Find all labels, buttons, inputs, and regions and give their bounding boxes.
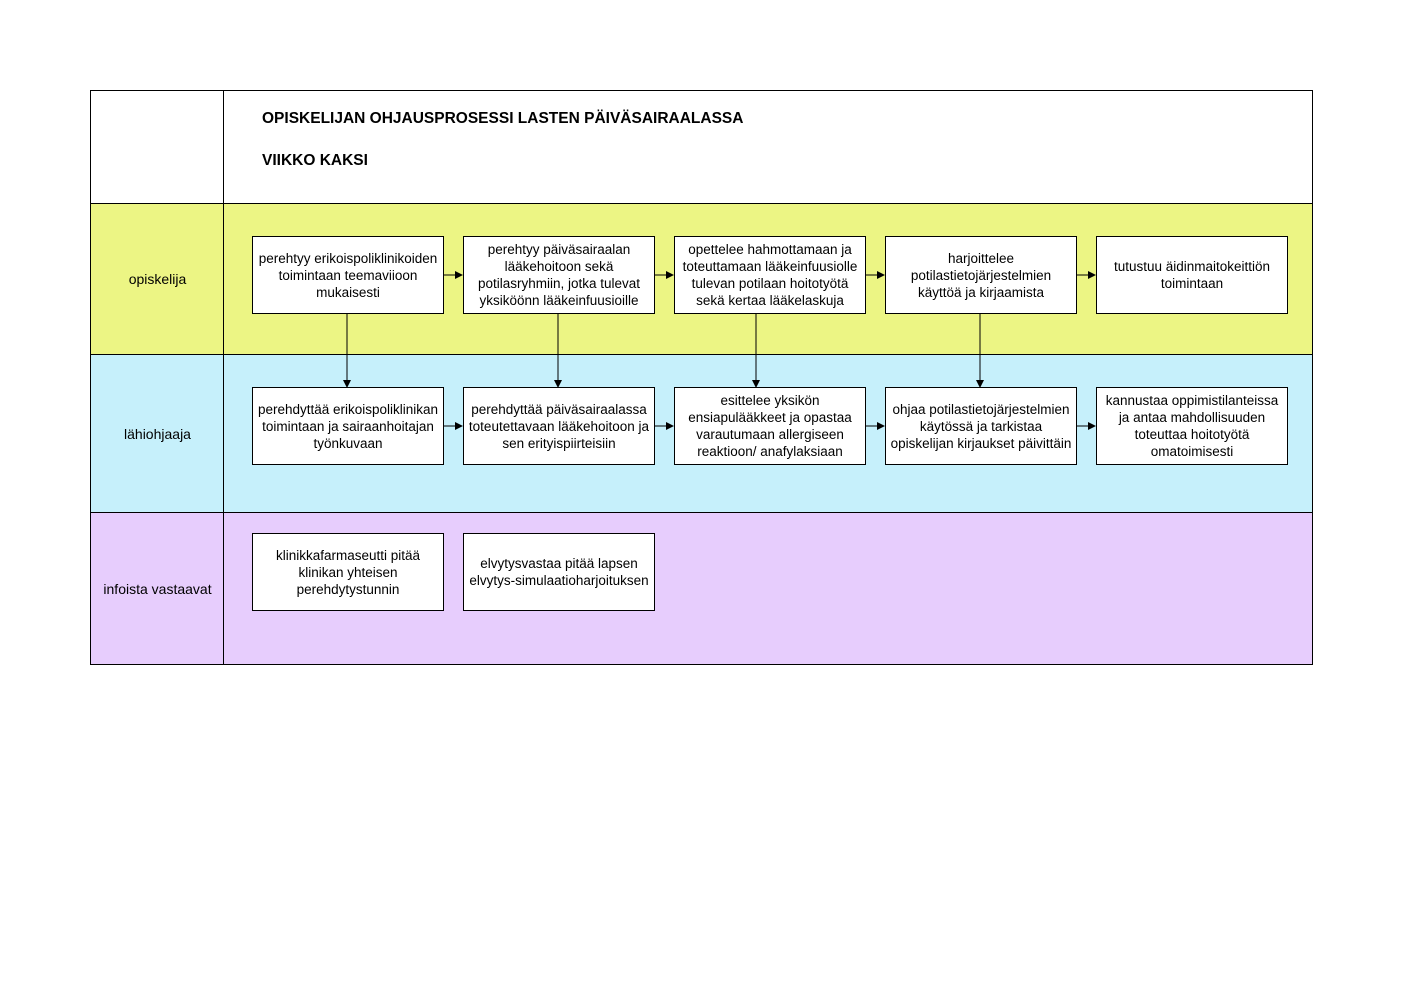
step-box-lahiohjaaja-4: ohjaa potilastietojärjestelmien käytössä… <box>885 387 1077 465</box>
header-content-cell <box>223 90 1313 204</box>
step-box-opiskelija-1: perehtyy erikoispoliklinikoiden toiminta… <box>252 236 444 314</box>
step-box-opiskelija-5: tutustuu äidinmaitokeittiön toimintaan <box>1096 236 1288 314</box>
lane-label-lahiohjaaja: lähiohjaaja <box>90 354 224 513</box>
step-box-opiskelija-4: harjoittelee potilastietojärjestelmien k… <box>885 236 1077 314</box>
step-box-opiskelija-2: perehtyy päiväsairaalan lääkehoitoon sek… <box>463 236 655 314</box>
connector-arrows <box>343 271 1096 430</box>
diagram-subtitle: VIIKKO KAKSI <box>262 152 368 169</box>
header-label-cell <box>90 90 224 204</box>
step-box-lahiohjaaja-1: perehdyttää erikoispoliklinikan toiminta… <box>252 387 444 465</box>
step-box-infoista-1: klinikkafarmaseutti pitää klinikan yhtei… <box>252 533 444 611</box>
lane-label-infoista-vastaavat: infoista vastaavat <box>90 512 224 665</box>
lane-label-opiskelija: opiskelija <box>90 203 224 355</box>
diagram-title: OPISKELIJAN OHJAUSPROSESSI LASTEN PÄIVÄS… <box>262 110 744 127</box>
step-box-infoista-2: elvytysvastaa pitää lapsen elvytys-simul… <box>463 533 655 611</box>
swimlane-diagram: OPISKELIJAN OHJAUSPROSESSI LASTEN PÄIVÄS… <box>90 90 1313 665</box>
step-box-lahiohjaaja-3: esittelee yksikön ensiapulääkkeet ja opa… <box>674 387 866 465</box>
step-box-lahiohjaaja-2: perehdyttää päiväsairaalassa toteutettav… <box>463 387 655 465</box>
step-box-opiskelija-3: opettelee hahmottamaan ja toteuttamaan l… <box>674 236 866 314</box>
step-box-lahiohjaaja-5: kannustaa oppimistilanteissa ja antaa ma… <box>1096 387 1288 465</box>
